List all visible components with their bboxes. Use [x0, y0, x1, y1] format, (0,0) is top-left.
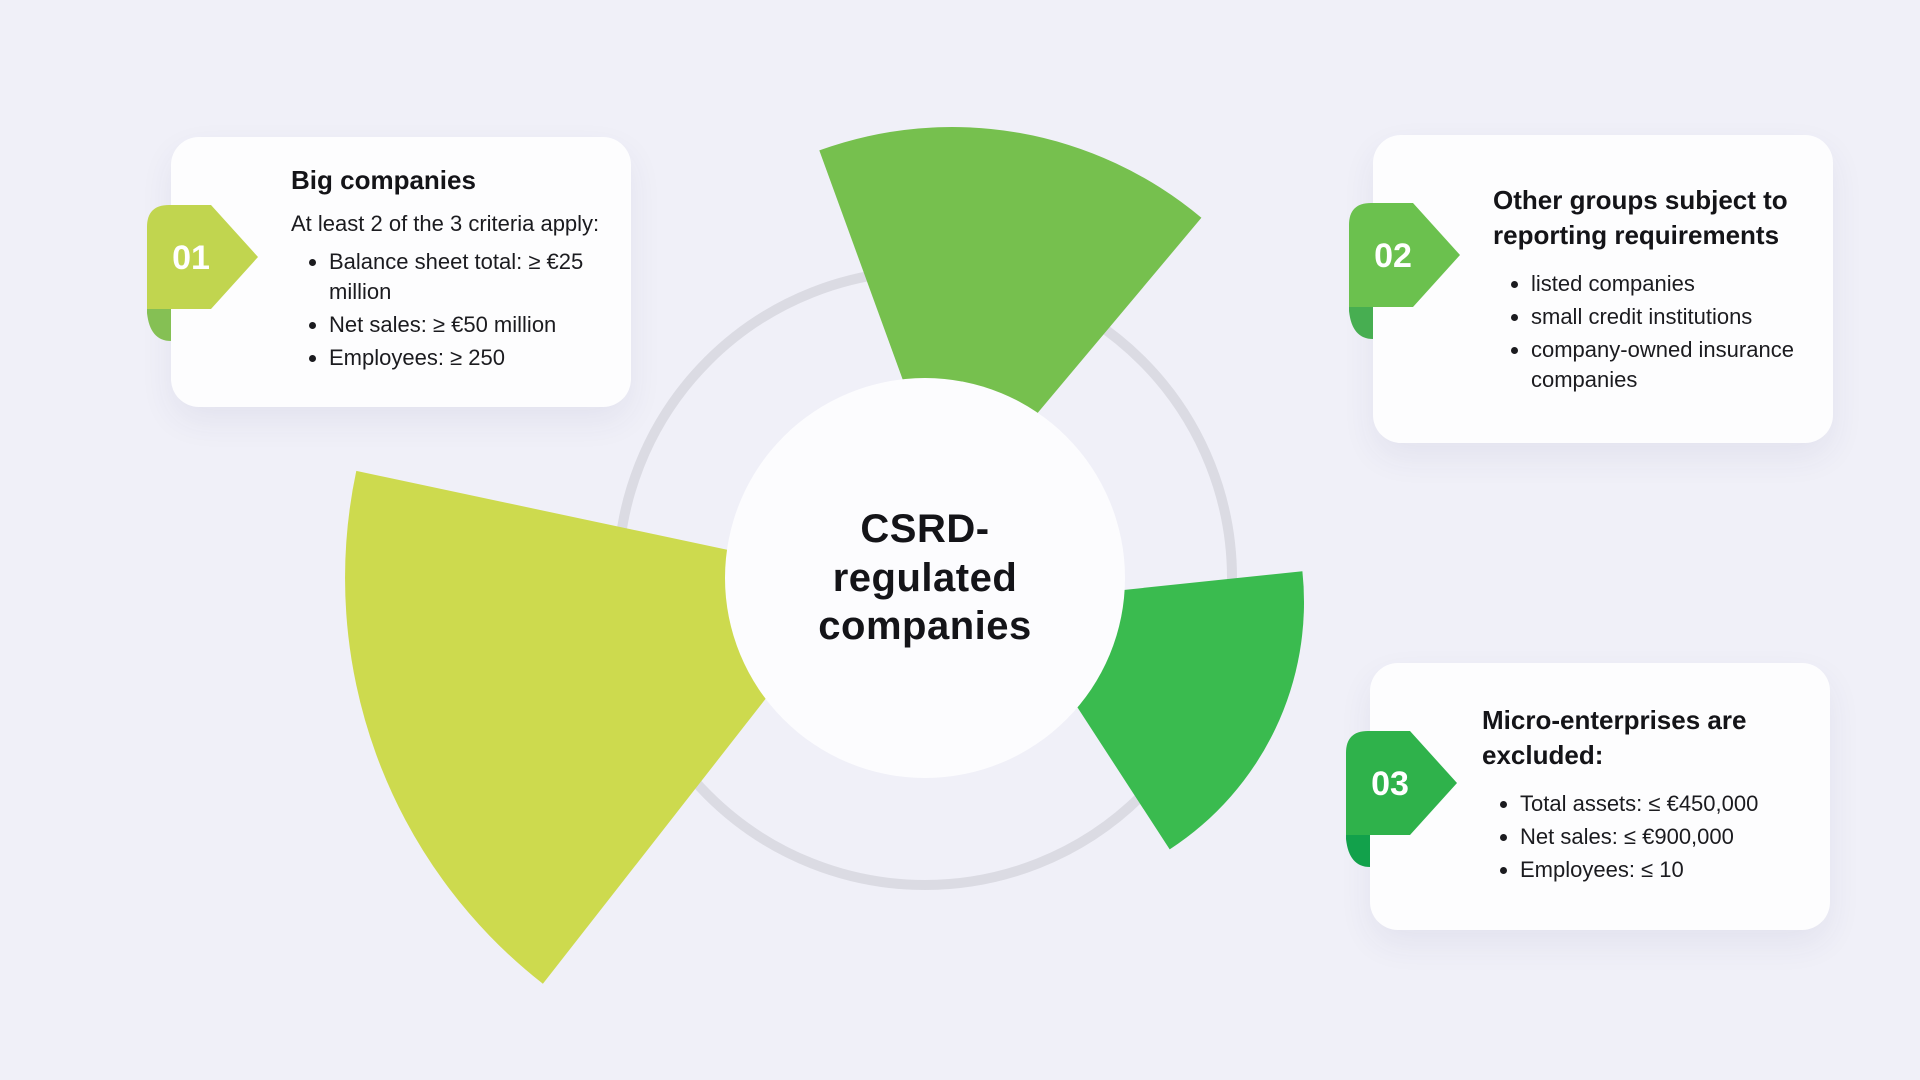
bullet-item: Employees: ≥ 250	[329, 343, 621, 373]
card-micro-enterprises: 03 Micro-enterprises are excluded: Total…	[1346, 663, 1830, 930]
badge-03: 03	[1346, 731, 1457, 867]
card-title: Micro-enterprises are excluded:	[1482, 705, 1747, 771]
criteria-list: Balance sheet total: ≥ €25 million Net s…	[291, 247, 621, 373]
card-title: Other groups subject to reporting requir…	[1493, 185, 1788, 251]
criteria-list: listed companies small credit institutio…	[1493, 269, 1823, 395]
badge-01: 01	[147, 205, 258, 341]
bullet-item: Employees: ≤ 10	[1520, 855, 1820, 885]
criteria-list: Total assets: ≤ €450,000 Net sales: ≤ €9…	[1482, 789, 1820, 885]
diagram-center-title: CSRD- regulated companies	[818, 506, 1032, 649]
badge-fold	[1349, 304, 1373, 339]
badge-arrow-shape	[147, 205, 258, 309]
bullet-item: small credit institutions	[1531, 302, 1823, 332]
bullet-item: Balance sheet total: ≥ €25 million	[329, 247, 621, 307]
badge-02: 02	[1349, 203, 1460, 339]
wedge-top	[819, 127, 1202, 515]
card-other-groups: 02 Other groups subject to reporting req…	[1349, 135, 1833, 443]
badge-fold	[147, 306, 171, 341]
bullet-item: listed companies	[1531, 269, 1823, 299]
card-title: Big companies	[291, 165, 476, 195]
center-circle	[725, 378, 1125, 778]
badge-number: 03	[1371, 765, 1409, 803]
card-big-companies: 01 Big companies At least 2 of the 3 cri…	[147, 137, 631, 407]
bullet-item: company-owned insurance companies	[1531, 335, 1823, 395]
badge-arrow-shape	[1349, 203, 1460, 307]
card-intro: At least 2 of the 3 criteria apply:	[291, 211, 600, 237]
badge-fold	[1346, 832, 1370, 867]
badge-number: 02	[1374, 237, 1412, 275]
bullet-item: Net sales: ≥ €50 million	[329, 310, 621, 340]
bullet-item: Net sales: ≤ €900,000	[1520, 822, 1820, 852]
badge-number: 01	[172, 239, 210, 277]
bullet-item: Total assets: ≤ €450,000	[1520, 789, 1820, 819]
badge-arrow-shape	[1346, 731, 1457, 835]
